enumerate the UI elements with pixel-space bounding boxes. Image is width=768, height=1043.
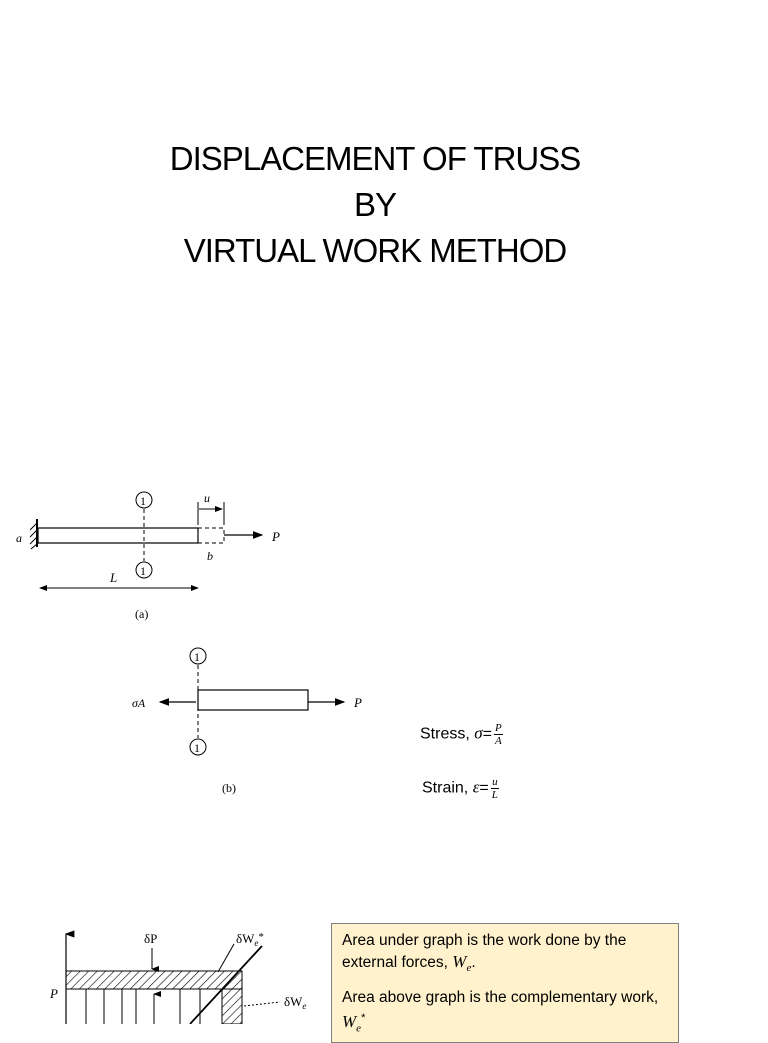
point-b-label: b [207, 549, 213, 563]
strain-equals: = [479, 779, 489, 797]
work-explanation-box: Area under graph is the work done by the… [331, 923, 679, 1043]
load-deflection-line [189, 945, 263, 1024]
strain-denominator: L [491, 789, 498, 801]
external-work-note: Area under graph is the work done by the… [342, 932, 627, 975]
work-graph: δP δWe* P δWe [49, 930, 306, 1024]
title-line-2: BY [353, 186, 397, 223]
bar-extension [197, 527, 225, 544]
fixed-support [29, 519, 38, 550]
bar-segment [197, 689, 309, 711]
stress-symbol: σ [474, 723, 483, 743]
section-marker-bottom [189, 738, 207, 756]
section-top-label: 1 [140, 494, 146, 508]
P-axis-label: P [49, 986, 58, 1001]
figure-a-bar-diagram: a P 1 1 u b L (a) [16, 491, 280, 621]
section-bottom-label: 1 [194, 741, 200, 755]
stress-label: Stress, [420, 725, 470, 743]
complementary-work-note: Area above graph is the complementary wo… [342, 989, 659, 1035]
complementary-work-strip [65, 970, 243, 990]
stress-numerator: P [493, 722, 503, 735]
section-marker-bottom [135, 561, 153, 579]
dP-label: δP [144, 931, 157, 946]
work-strip [221, 988, 243, 1024]
stress-equals: = [482, 725, 492, 743]
dWe-star-label: δWe* [236, 931, 264, 948]
title-line-3: VIRTUAL WORK METHOD [183, 232, 568, 269]
length-label: L [109, 570, 117, 585]
strain-symbol: ε [472, 777, 480, 797]
figure-b-free-body-diagram: 1 1 σA P (b) [132, 647, 362, 795]
displacement-label: u [204, 491, 210, 505]
section-top-label: 1 [194, 650, 200, 664]
internal-force-label: σA [132, 696, 146, 710]
section-marker-top [135, 491, 153, 509]
load-label: P [271, 529, 280, 544]
strain-numerator: u [490, 776, 499, 789]
section-marker-top [189, 647, 207, 665]
point-a-label: a [16, 531, 22, 545]
stress-denominator: A [494, 735, 502, 747]
figure-b-caption: (b) [222, 781, 236, 795]
section-bottom-label: 1 [140, 564, 146, 578]
figure-a-caption: (a) [135, 607, 148, 621]
dWe-label: δWe [284, 994, 306, 1011]
strain-label: Strain, [422, 779, 469, 797]
load-label: P [353, 695, 362, 710]
title-line-1: DISPLACEMENT OF TRUSS [169, 140, 582, 177]
bar [37, 527, 199, 544]
